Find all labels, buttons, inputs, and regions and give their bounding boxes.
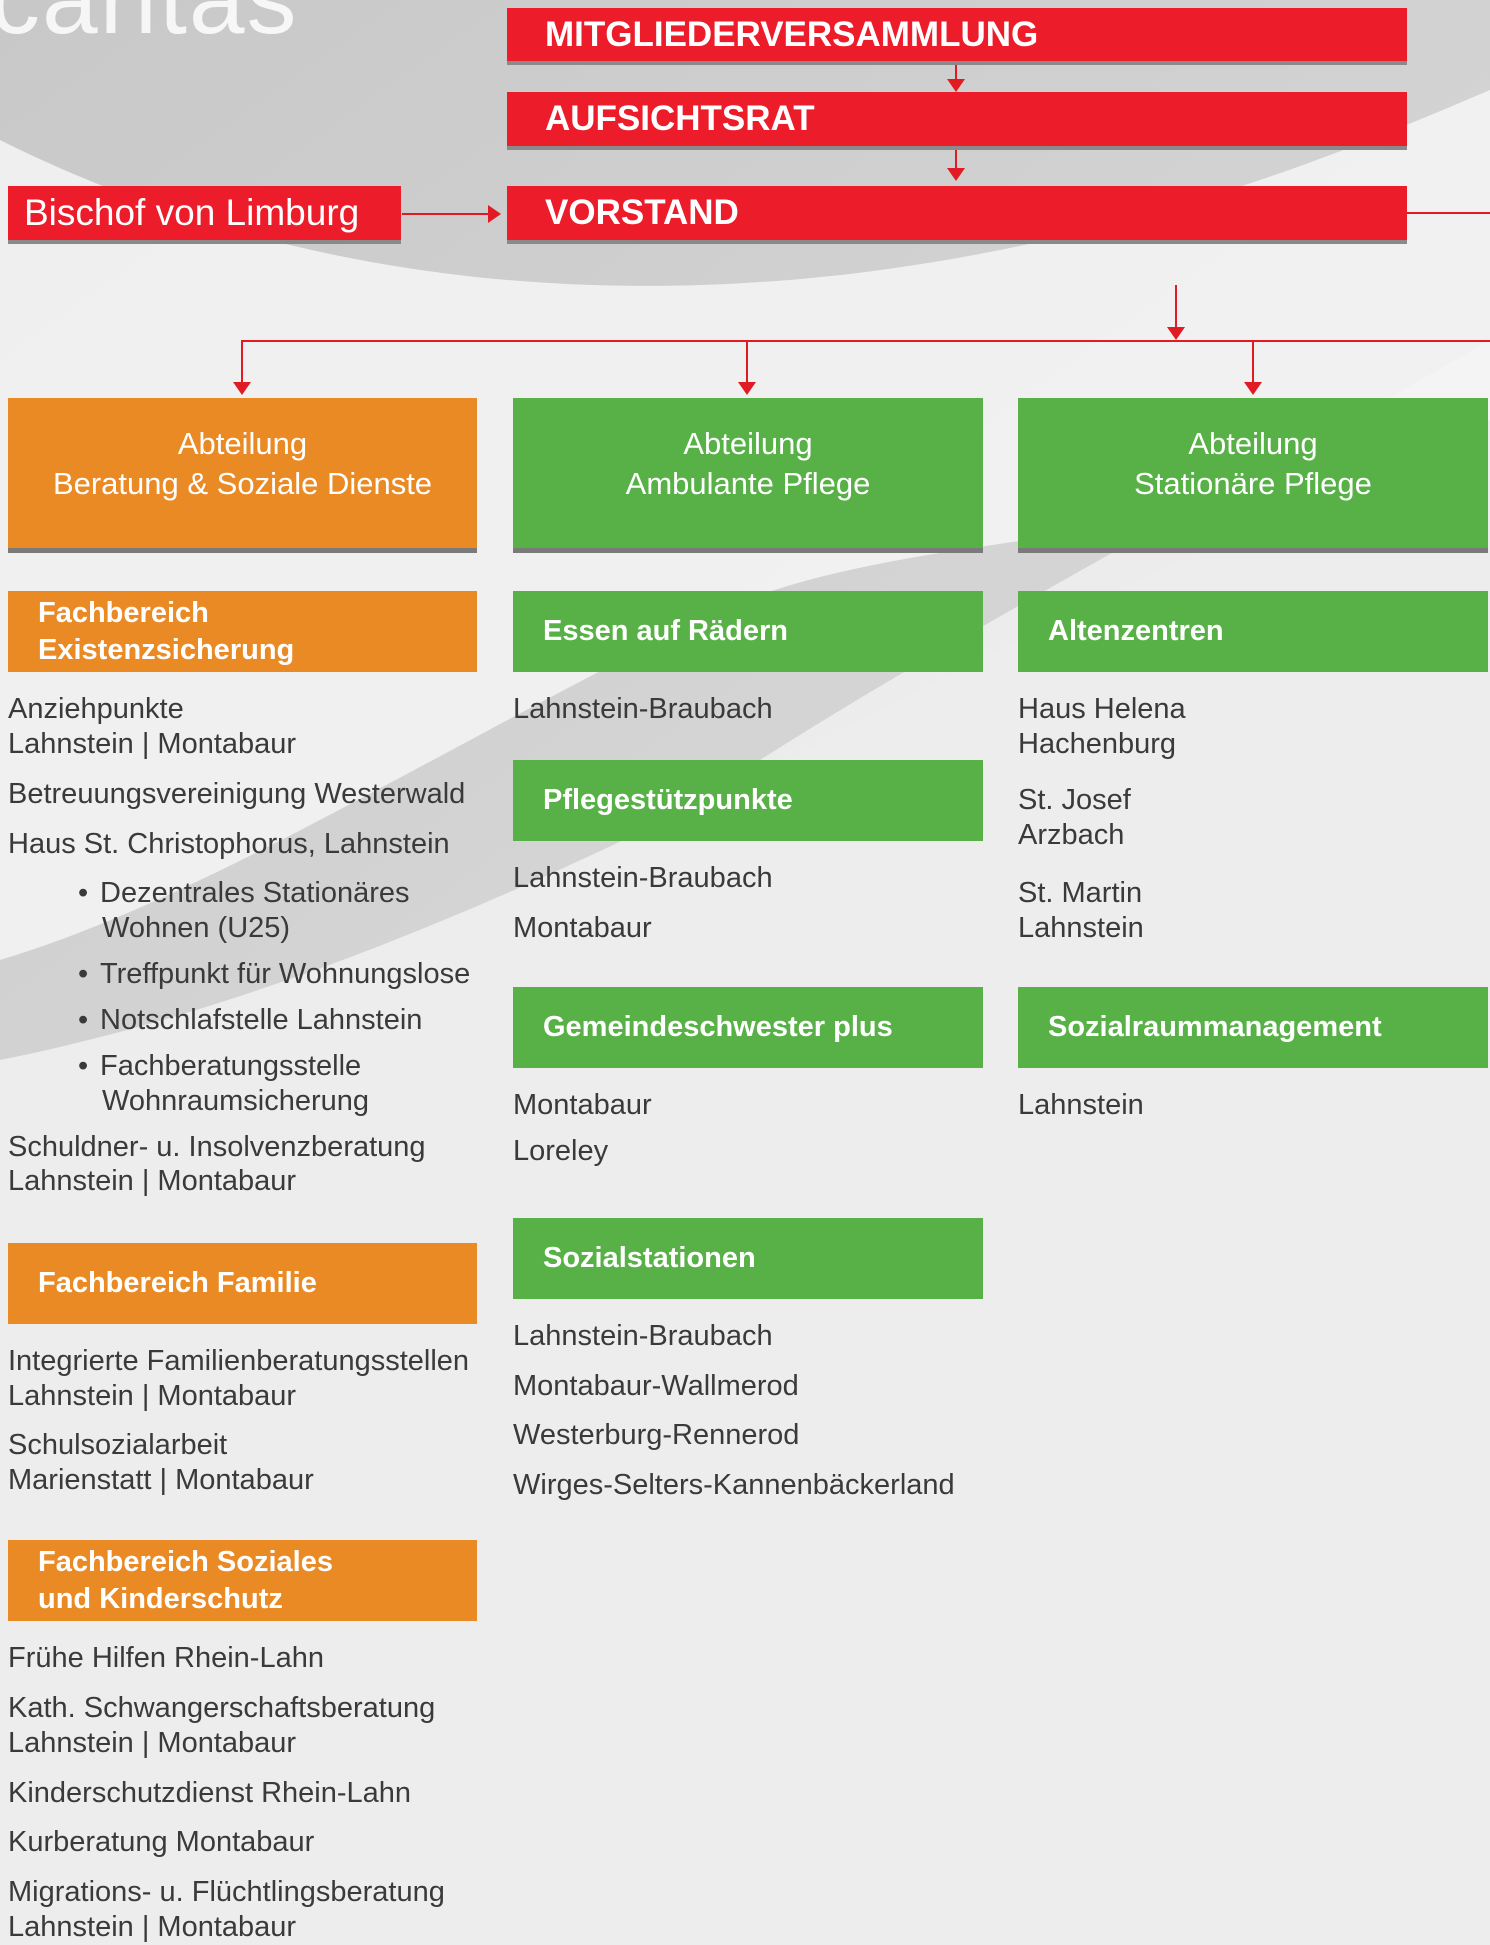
- connector-line: [746, 340, 748, 385]
- section-title: Sozialstationen: [543, 1242, 756, 1274]
- bullet-item: Treffpunkt für Wohnungslose: [78, 957, 470, 992]
- dept-line2: Ambulante Pflege: [625, 466, 871, 501]
- list-item: Kinderschutzdienst Rhein-Lahn: [8, 1777, 412, 1809]
- list-item: Montabaur: [513, 1089, 652, 1121]
- list-item: Lahnstein | Montabaur: [8, 1727, 297, 1759]
- list-item: Montabaur-Wallmerod: [513, 1370, 799, 1402]
- dept-ambulant: Abteilung Ambulante Pflege: [513, 398, 983, 553]
- bullet-item-cont: Wohnraumsicherung: [102, 1085, 370, 1117]
- bischof-label: Bischof von Limburg: [24, 192, 360, 233]
- list-item: Lahnstein-Braubach: [513, 862, 773, 894]
- list-item: Kurberatung Montabaur: [8, 1826, 315, 1858]
- list-item: Lahnstein | Montabaur: [8, 1165, 297, 1197]
- section-title: Pflegestützpunkte: [543, 784, 793, 816]
- bischof-box: Bischof von Limburg: [8, 186, 401, 244]
- aufsichtsrat-label: AUFSICHTSRAT: [545, 99, 815, 138]
- arrow-down-icon: [947, 79, 965, 92]
- connector-line: [1252, 340, 1254, 385]
- section-title: Essen auf Rädern: [543, 615, 788, 647]
- section-title-line2: Existenzsicherung: [38, 633, 295, 666]
- section-essen-auf-raedern: Essen auf Rädern: [513, 591, 983, 672]
- caritas-logo-text: caritas: [0, 0, 299, 57]
- arrow-down-icon: [947, 168, 965, 181]
- list-item: Anziehpunkte: [8, 693, 184, 725]
- connector-line: [1175, 285, 1177, 335]
- dept-line2: Beratung & Soziale Dienste: [52, 466, 433, 501]
- list-item: Lahnstein | Montabaur: [8, 728, 297, 760]
- list-item: Kath. Schwangerschaftsberatung: [8, 1692, 436, 1724]
- list-item: Integrierte Familienberatungsstellen: [8, 1345, 470, 1377]
- connector-line: [241, 340, 1490, 342]
- list-item: Montabaur: [513, 912, 652, 944]
- dept-stationaer: Abteilung Stationäre Pflege: [1018, 398, 1488, 553]
- connector-line: [402, 213, 490, 215]
- list-item: Lahnstein: [1018, 912, 1144, 944]
- section-sozialraummanagement: Sozialraummanagement: [1018, 987, 1488, 1068]
- list-item: Lahnstein-Braubach: [513, 693, 773, 725]
- list-item: Hachenburg: [1018, 728, 1176, 760]
- aufsichtsrat-box: AUFSICHTSRAT: [507, 92, 1407, 150]
- list-item: Haus Helena: [1018, 693, 1186, 725]
- arrow-down-icon: [1167, 327, 1185, 340]
- section-title-line1: Fachbereich Soziales: [38, 1545, 333, 1578]
- list-item: Loreley: [513, 1135, 609, 1167]
- list-item: Schulsozialarbeit: [8, 1429, 228, 1461]
- section-title: Altenzentren: [1048, 615, 1224, 647]
- section-title: Gemeindeschwester plus: [543, 1011, 893, 1043]
- list-item: Lahnstein | Montabaur: [8, 1380, 297, 1412]
- dept-line1: Abteilung: [1188, 426, 1318, 461]
- list-item: Westerburg-Rennerod: [513, 1419, 800, 1451]
- connector-line: [955, 150, 957, 170]
- arrow-right-icon: [488, 205, 501, 223]
- list-item: Frühe Hilfen Rhein-Lahn: [8, 1642, 324, 1674]
- list-item: Marienstatt | Montabaur: [8, 1464, 314, 1496]
- arrow-down-icon: [738, 382, 756, 395]
- arrow-down-icon: [1244, 382, 1262, 395]
- vorstand-box: VORSTAND: [507, 186, 1407, 244]
- bullet-item-cont: Wohnen (U25): [102, 912, 291, 944]
- section-existenzsicherung: Fachbereich Existenzsicherung: [8, 591, 477, 672]
- dept-line1: Abteilung: [177, 426, 308, 461]
- section-pflegestuetzpunkte: Pflegestützpunkte: [513, 760, 983, 841]
- list-item: Wirges-Selters-Kannenbäckerland: [513, 1469, 955, 1501]
- section-title-line2: und Kinderschutz: [38, 1582, 283, 1615]
- dept-line2: Stationäre Pflege: [1134, 466, 1372, 501]
- list-item: Lahnstein-Braubach: [513, 1320, 773, 1352]
- connector-line: [241, 340, 243, 385]
- list-item: Arzbach: [1018, 819, 1125, 851]
- section-title: Sozialraummanagement: [1048, 1011, 1382, 1043]
- list-item: Haus St. Christophorus, Lahnstein: [8, 828, 450, 860]
- vorstand-label: VORSTAND: [545, 193, 739, 232]
- mitgliederversammlung-box: MITGLIEDERVERSAMMLUNG: [507, 8, 1407, 65]
- section-altenzentren: Altenzentren: [1018, 591, 1488, 672]
- section-title: Fachbereich Familie: [38, 1267, 317, 1299]
- list-item: Betreuungsvereinigung Westerwald: [8, 778, 466, 810]
- section-familie: Fachbereich Familie: [8, 1243, 477, 1324]
- connector-line: [955, 65, 957, 82]
- list-item: Lahnstein: [1018, 1089, 1144, 1121]
- dept-line1: Abteilung: [683, 426, 813, 461]
- list-item: St. Josef: [1018, 784, 1131, 816]
- section-soziales-kinderschutz: Fachbereich Soziales und Kinderschutz: [8, 1540, 477, 1621]
- mitgliederversammlung-label: MITGLIEDERVERSAMMLUNG: [545, 14, 1039, 54]
- list-item: St. Martin: [1018, 877, 1143, 909]
- section-title-line1: Fachbereich: [38, 596, 209, 629]
- section-gemeindeschwester: Gemeindeschwester plus: [513, 987, 983, 1068]
- bullet-item: Dezentrales Stationäres: [78, 876, 409, 911]
- list-item: Schuldner- u. Insolvenzberatung: [8, 1131, 426, 1163]
- list-item: Migrations- u. Flüchtlingsberatung: [8, 1876, 445, 1908]
- connector-line: [1407, 212, 1490, 214]
- section-sozialstationen: Sozialstationen: [513, 1218, 983, 1299]
- dept-beratung: Abteilung Beratung & Soziale Dienste: [8, 398, 477, 553]
- arrow-down-icon: [233, 382, 251, 395]
- list-item: Lahnstein | Montabaur: [8, 1911, 297, 1943]
- bullet-item: Notschlafstelle Lahnstein: [78, 1003, 422, 1038]
- bullet-item: Fachberatungsstelle: [78, 1049, 361, 1084]
